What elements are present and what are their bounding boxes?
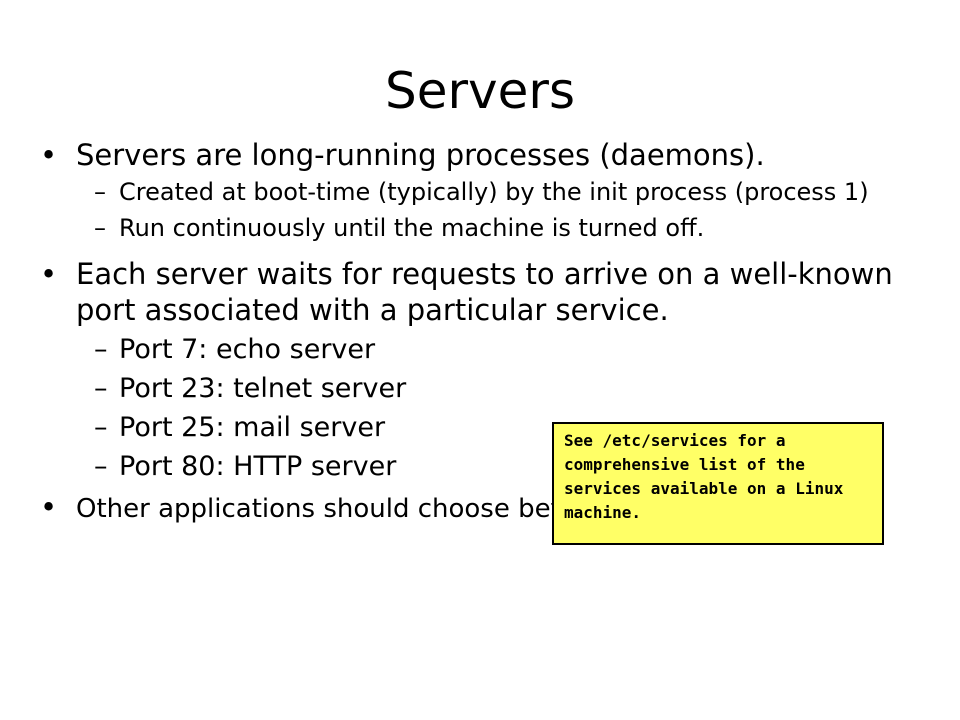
bullet-well-known-port: • Each server waits for requests to arri… (40, 256, 900, 328)
dash-marker: – (94, 214, 106, 242)
dash-marker: – (94, 451, 108, 482)
subitem-boot-time: – Created at boot-time (typically) by th… (40, 178, 900, 207)
bullet-text: Each server waits for requests to arrive… (76, 257, 893, 327)
bullet-marker: • (40, 490, 58, 524)
subitem-text: Port 7: echo server (119, 334, 376, 365)
dash-marker: – (94, 412, 108, 443)
dash-marker: – (94, 178, 106, 206)
slide-body: • Servers are long-running processes (da… (40, 137, 900, 525)
subitem-port-25: – Port 25: mail server (40, 411, 900, 445)
slide-title: Servers (384, 62, 575, 120)
subitem-text: Run continuously until the machine is tu… (119, 214, 705, 242)
subitem-text: Created at boot-time (typically) by the … (119, 178, 869, 206)
dash-marker: – (94, 334, 108, 365)
subitem-text: Port 23: telnet server (119, 373, 407, 404)
dash-marker: – (94, 373, 108, 404)
subitem-port-80: – Port 80: HTTP server (40, 450, 900, 484)
subitem-text: Port 25: mail server (119, 412, 386, 443)
bullet-marker: • (40, 257, 58, 291)
bullet-text: Servers are long-running processes (daem… (76, 138, 765, 172)
subitem-run-continuously: – Run continuously until the machine is … (40, 214, 900, 243)
subitem-port-23: – Port 23: telnet server (40, 372, 900, 406)
callout-note: See /etc/services for a comprehensive li… (552, 422, 884, 545)
subitem-port-7: – Port 7: echo server (40, 333, 900, 367)
subitem-text: Port 80: HTTP server (119, 451, 397, 482)
bullet-servers-daemons: • Servers are long-running processes (da… (40, 137, 900, 173)
bullet-marker: • (40, 138, 58, 172)
